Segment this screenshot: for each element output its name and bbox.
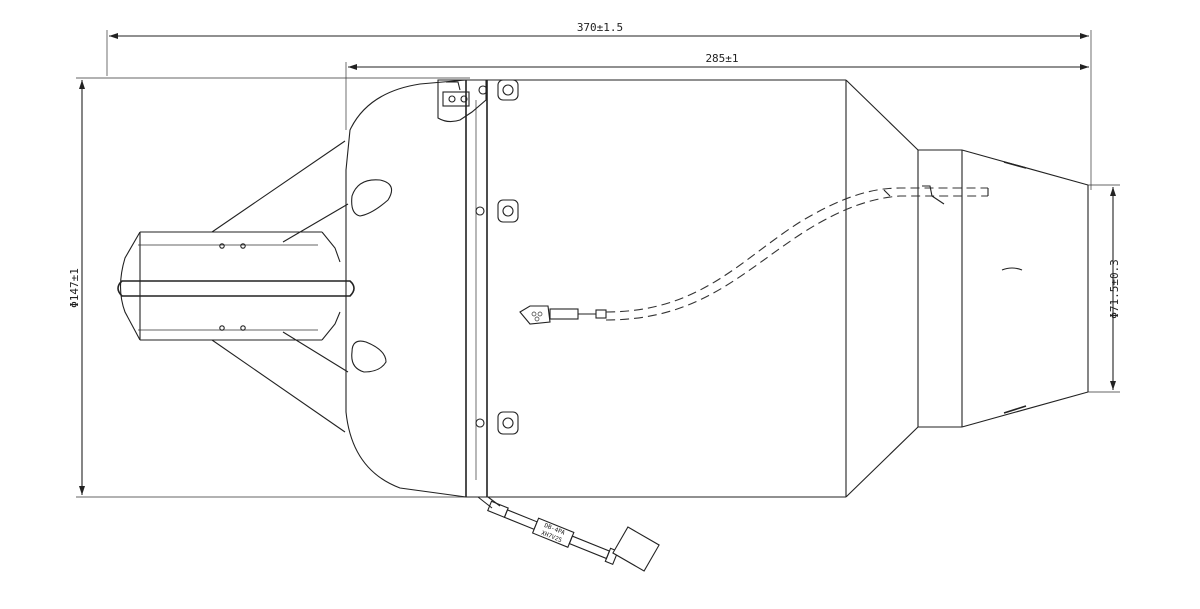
intake-cone <box>117 231 355 341</box>
sensor-connector <box>519 305 607 325</box>
internal-line <box>605 185 989 321</box>
main-body <box>487 79 919 498</box>
bolt-icon <box>475 199 519 223</box>
dimension-nozzle-diameter: Φ71.5±0.3 <box>1088 184 1121 393</box>
bolt-icon <box>478 79 519 101</box>
mounting-bracket <box>437 79 487 123</box>
dimension-body-length: 285±1 <box>345 52 1089 130</box>
overall-length-label: 370±1.5 <box>577 21 623 34</box>
external-cable: DB-4PA XH7V25 <box>477 496 660 572</box>
exhaust-nozzle <box>918 149 1089 428</box>
max-diameter-label: Φ147±1 <box>68 268 81 308</box>
flange-bolts <box>475 79 519 435</box>
dimension-max-diameter: Φ147±1 <box>68 77 470 498</box>
dimension-overall-length: 370±1.5 <box>106 21 1092 190</box>
body-length-label: 285±1 <box>705 52 738 65</box>
support-struts <box>211 140 349 433</box>
mid-flange <box>465 79 488 498</box>
nozzle-diameter-label: Φ71.5±0.3 <box>1108 259 1121 319</box>
bolt-icon <box>475 411 519 435</box>
front-casing <box>345 79 467 498</box>
